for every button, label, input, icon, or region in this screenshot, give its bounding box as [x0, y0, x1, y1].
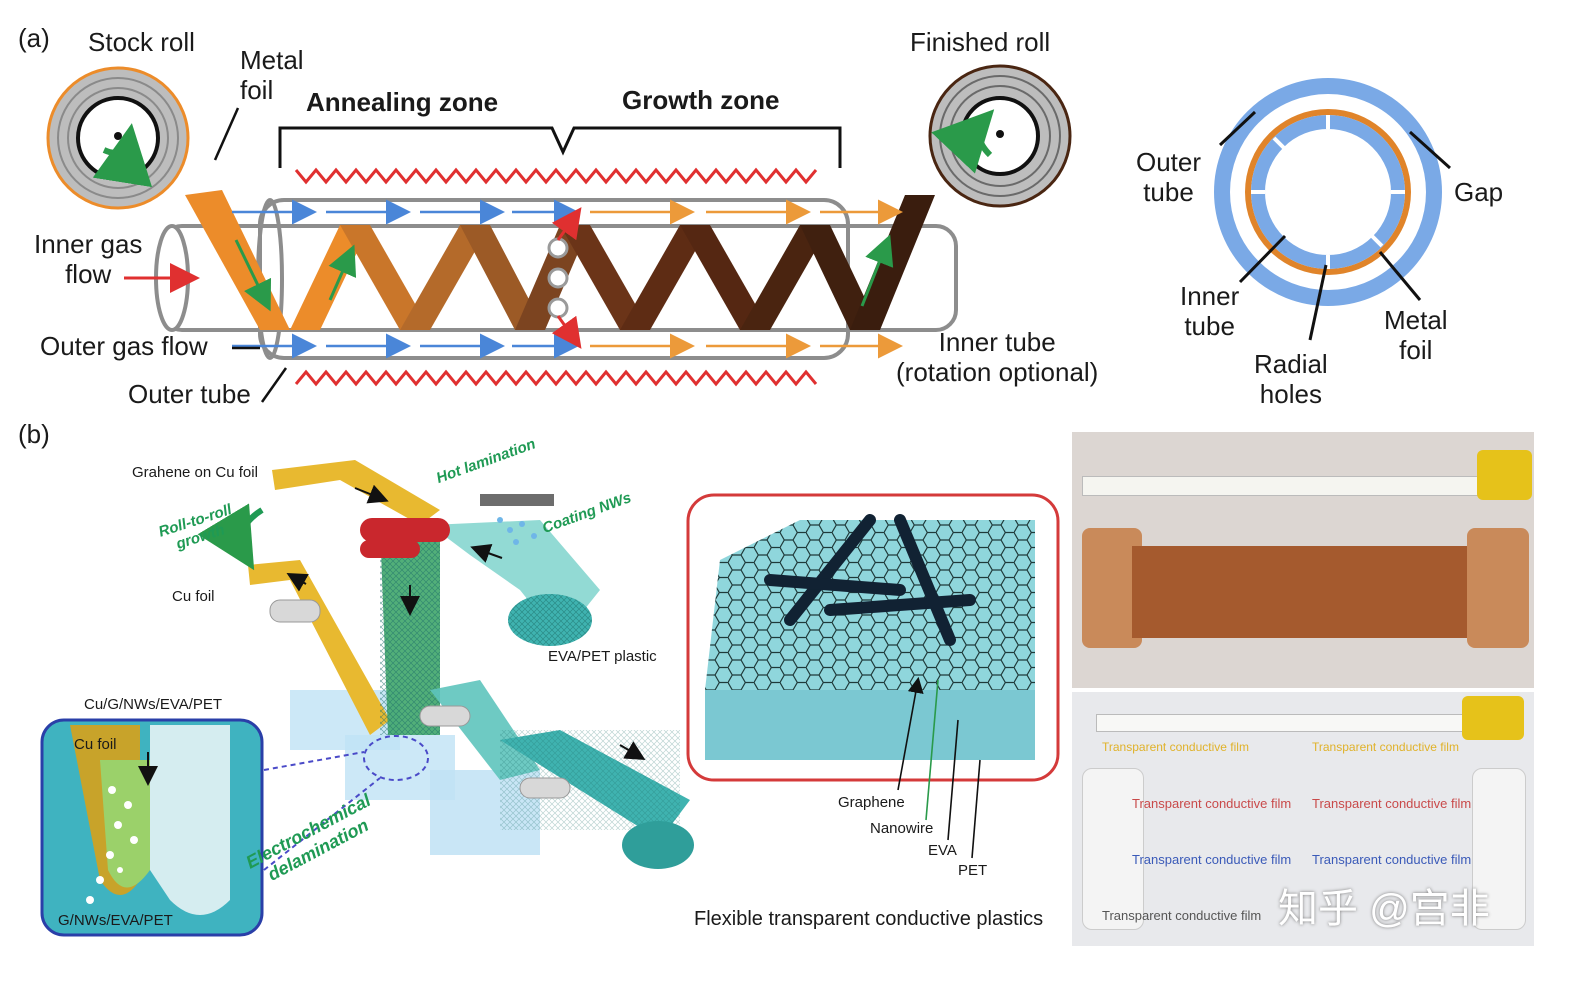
photo-transparent-film: Transparent conductive film Transparent …: [1072, 692, 1534, 946]
film-text-3: Transparent conductive film: [1132, 796, 1292, 811]
film-text-2: Transparent conductive film: [1312, 740, 1459, 754]
film-text-6: Transparent conductive film: [1312, 852, 1472, 867]
cu-foil-label: Cu foil: [172, 588, 215, 605]
stock-roll-label: Stock roll: [88, 27, 195, 57]
watermark: 知乎 @宫非: [1278, 887, 1490, 931]
film-text-5: Transparent conductive film: [1132, 852, 1292, 867]
graphene-structure-graphic: [686, 493, 1060, 859]
metal-foil-label: Metal foil: [240, 45, 304, 105]
photo-copper-roll: [1072, 432, 1534, 688]
finished-roll-label: Finished roll: [910, 27, 1051, 57]
graphene-on-cu-label: Grahene on Cu foil: [132, 464, 258, 481]
finished-roll-graphic: [928, 64, 1072, 208]
cross-section-outer-tube-label: Outer tube: [1136, 147, 1202, 207]
inner-gas-arrow: [124, 207, 582, 349]
heater-bottom: [294, 369, 818, 387]
film-text-7: Transparent conductive film: [1102, 908, 1262, 923]
nanowire-label: Nanowire: [870, 820, 934, 837]
eva-label: EVA: [928, 842, 957, 859]
cross-section-inner-tube-label: Inner tube: [1180, 281, 1240, 341]
growth-zone-label: Growth zone: [622, 85, 780, 115]
zone-bracket: [278, 126, 842, 168]
heater-top: [294, 167, 818, 185]
eva-pet-plastic-label: EVA/PET plastic: [548, 648, 657, 665]
caption-label: Flexible transparent conductive plastics: [694, 908, 1044, 930]
inner-tube-label: Inner tube (rotation optional): [896, 327, 1099, 387]
radial-holes: [547, 237, 569, 319]
stock-roll-graphic: [46, 66, 190, 210]
cu-g-nws-label: Cu/G/NWs/EVA/PET: [84, 696, 223, 713]
g-nws-label: G/NWs/EVA/PET: [58, 912, 173, 929]
cross-section-radial-holes-label: Radial holes: [1254, 349, 1328, 409]
panel-a-tag: (a): [18, 23, 50, 53]
delamination-inset: [40, 718, 264, 937]
panel-a-leader-lines: [213, 107, 288, 403]
film-text-4: Transparent conductive film: [1312, 796, 1472, 811]
cross-section-gap-label: Gap: [1454, 177, 1504, 207]
cross-section-metal-foil-label: Metal foil: [1384, 305, 1448, 365]
inset-cu-foil-label: Cu foil: [74, 736, 117, 753]
panel-b-tag: (b): [18, 419, 50, 449]
film-text-1: Transparent conductive film: [1102, 740, 1249, 754]
r2r-process-graphic: [197, 460, 694, 871]
cross-section-graphic: [1214, 78, 1452, 341]
graphene-label: Graphene: [838, 794, 905, 811]
outer-gas-flow-label: Outer gas flow: [40, 331, 208, 361]
pet-label: PET: [958, 862, 988, 879]
annealing-zone-label: Annealing zone: [306, 87, 499, 117]
inner-gas-flow-label: Inner gas flow: [34, 229, 143, 289]
metal-foil-path: [185, 190, 935, 330]
outer-tube-label: Outer tube: [128, 379, 251, 409]
